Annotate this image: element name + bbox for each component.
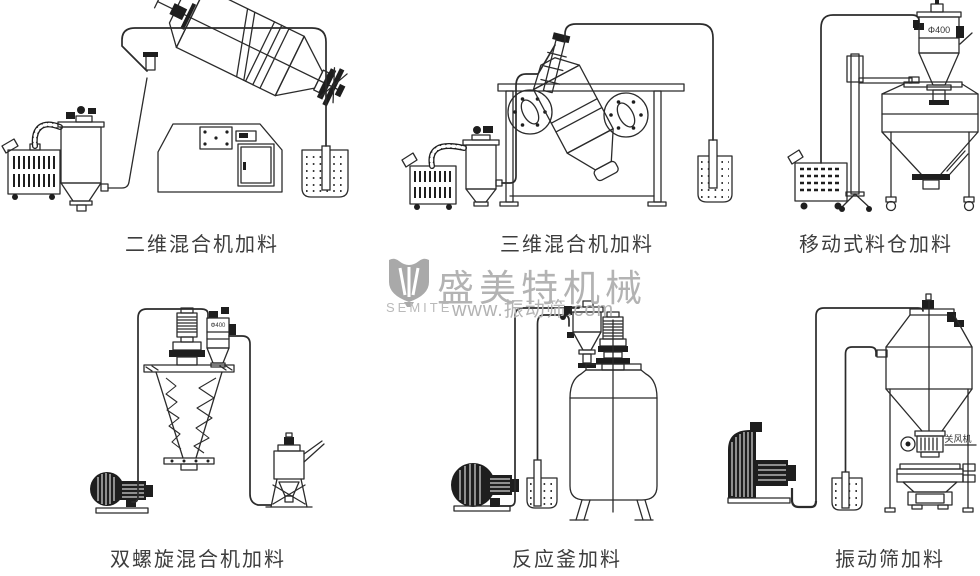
mobile-silo-diagram: Φ400 — [787, 0, 979, 212]
mixer-base-cabinet — [157, 123, 283, 193]
2d-drum-mixer — [153, 0, 348, 107]
caption-3d-mixer: 三维混合机加料 — [500, 234, 654, 256]
left-screw — [165, 377, 182, 450]
caption-2d-mixer: 二维混合机加料 — [125, 234, 279, 256]
website-watermark: www.振动筛.com — [452, 299, 615, 321]
blower — [451, 463, 519, 512]
vacuum-feeder: Φ400 — [206, 307, 236, 368]
vacuum-feeder: Φ400 — [913, 0, 973, 105]
vacuum-pipe — [820, 14, 920, 164]
suction-wand — [841, 471, 850, 509]
caster-wheel — [885, 200, 897, 212]
suction-wand — [321, 145, 331, 191]
blower — [727, 422, 818, 509]
right-screw — [193, 377, 217, 454]
brand-watermark: 盛美特机械 — [437, 268, 647, 309]
reactor-diagram — [451, 300, 658, 521]
suction-hose — [31, 121, 63, 149]
caption-mobile-silo: 移动式料仓加料 — [799, 234, 953, 256]
vibrating-screen-diagram: 关风机 — [727, 293, 977, 513]
brand-watermark-en: SEMITE — [386, 300, 453, 315]
vacuum-pipe — [815, 307, 924, 502]
blower — [90, 472, 153, 514]
conveying-pipe — [121, 27, 327, 147]
feeder-size-label: Φ400 — [211, 323, 226, 329]
3d-mixer-vessel — [532, 57, 619, 182]
vacuum-pump — [1, 138, 61, 200]
left-trunnion-flange — [507, 89, 553, 135]
2d-mixer-diagram — [1, 0, 349, 212]
vacuum-pipe — [499, 307, 580, 507]
reactor-vessel — [569, 319, 658, 521]
material-bin — [526, 459, 558, 509]
suction-wand — [533, 459, 542, 507]
vacuum-feeder — [462, 126, 503, 207]
mobile-silo — [881, 76, 979, 212]
vibrating-screen — [896, 463, 976, 510]
semite-logo — [389, 258, 429, 307]
material-pipe — [536, 314, 570, 461]
conveying-pipe — [564, 23, 714, 141]
storage-silo — [876, 293, 974, 513]
mixer-frame — [497, 83, 685, 207]
conical-mixer-vessel — [143, 364, 235, 471]
rotary-valve-label: 关风机 — [944, 433, 971, 444]
caption-double-screw-mixer: 双螺旋混合机加料 — [110, 549, 286, 571]
caster-wheel — [963, 200, 975, 212]
material-bin — [301, 145, 349, 198]
material-pipe — [844, 346, 877, 473]
material-bin — [831, 471, 863, 511]
right-trunnion-flange — [603, 92, 649, 138]
vacuum-pipe — [131, 308, 209, 503]
3d-mixer-diagram — [401, 23, 733, 210]
discharge-outlet — [962, 463, 976, 472]
suction-hose — [428, 143, 467, 169]
feed-inlet-fitting — [143, 52, 158, 71]
vacuum-feeder — [560, 300, 604, 368]
refill-pipe — [228, 335, 272, 506]
discharge-outlet — [962, 474, 976, 483]
lifting-column — [839, 53, 913, 212]
feeding-station — [265, 432, 325, 508]
double-screw-mixer-diagram: Φ400 — [90, 307, 325, 514]
discharge-line — [107, 77, 148, 189]
feeder-size-label: Φ400 — [928, 25, 950, 35]
drive-motor — [169, 307, 205, 366]
caption-vibrating-screen: 振动筛加料 — [835, 549, 945, 571]
rotary-airlock-valve — [900, 430, 946, 458]
vacuum-pump — [787, 149, 848, 210]
caption-reactor: 反应釜加料 — [512, 549, 622, 571]
vacuum-feeder — [57, 106, 109, 212]
